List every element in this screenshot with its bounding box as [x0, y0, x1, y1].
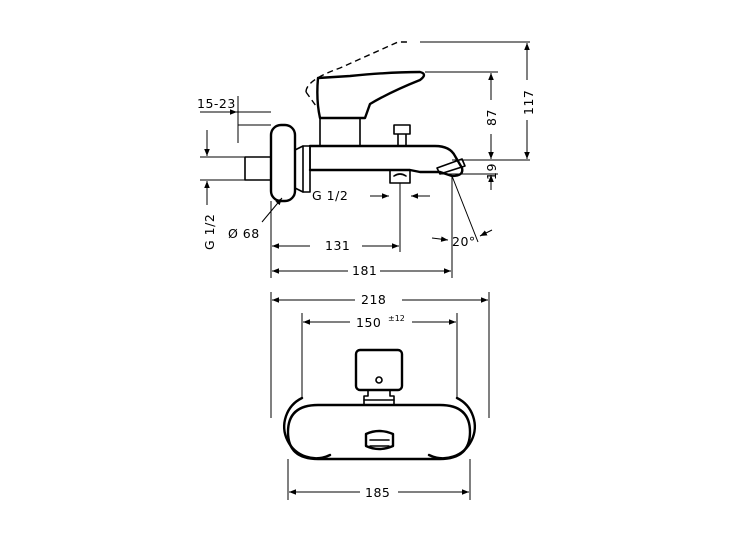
dim-218-label: 218 — [361, 292, 386, 307]
front-view: 218 150 ±12 185 — [270, 292, 490, 500]
dim-87-label: 87 — [484, 109, 499, 126]
front-lever — [354, 348, 404, 392]
dim-15-23-label: 15-23 — [197, 96, 236, 111]
dim-d68-label: Ø 68 — [228, 226, 260, 241]
spout-tip — [436, 158, 466, 175]
dim-131-label: 131 — [325, 238, 350, 253]
dim-g12-left-label: G 1/2 — [202, 214, 217, 250]
dim-20deg-label: 20° — [452, 234, 476, 249]
dim-19-label: 19 — [484, 163, 499, 180]
wall-rose — [269, 123, 297, 203]
dim-150-label: 150 — [356, 315, 381, 330]
spout-outlet — [389, 169, 411, 184]
lever-open-position — [305, 41, 410, 93]
dim-185-label: 185 — [365, 485, 390, 500]
cartridge-housing — [319, 117, 361, 147]
diverter-knob — [393, 124, 411, 147]
front-neck — [363, 389, 395, 406]
front-body — [286, 403, 472, 461]
dim-150-tolerance: ±12 — [388, 314, 405, 323]
dim-117-label: 117 — [521, 90, 536, 115]
side-view: 15-23 G 1/2 Ø 68 G 1/2 131 181 20° 87 11… — [197, 41, 536, 278]
lever-handle — [316, 70, 426, 120]
dim-181-label: 181 — [352, 263, 377, 278]
front-outlet — [364, 429, 395, 451]
inlet-pipe — [244, 156, 272, 181]
dim-g12-bottom-label: G 1/2 — [312, 188, 348, 203]
